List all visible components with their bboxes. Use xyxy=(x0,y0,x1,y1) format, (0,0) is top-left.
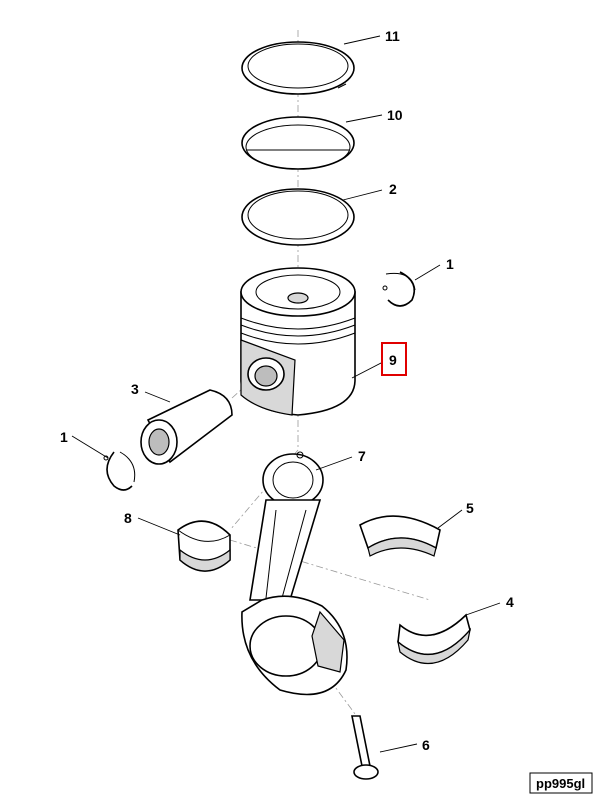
callout-10: 10 xyxy=(387,107,403,123)
bolt-6 xyxy=(351,715,379,780)
bearing-shell-4 xyxy=(397,613,472,665)
leader-lines xyxy=(71,35,501,753)
callout-11: 11 xyxy=(385,28,400,44)
callout-3: 3 xyxy=(131,381,139,397)
bearing-shell-5 xyxy=(359,515,441,557)
connecting-rod-7 xyxy=(241,451,348,696)
callout-8: 8 xyxy=(124,510,132,526)
highlighted-callout-box xyxy=(381,342,407,376)
callout-9: 9 xyxy=(389,352,397,368)
piston-ring-10 xyxy=(241,116,355,170)
bushing-bearing-8 xyxy=(177,520,231,572)
callout-1-top: 1 xyxy=(446,256,454,272)
piston-ring-11 xyxy=(241,41,355,95)
retaining-ring-1-left xyxy=(103,451,136,491)
piston-pin-3 xyxy=(140,389,233,465)
piston-ring-2 xyxy=(241,188,355,246)
figure-code: pp995gl xyxy=(536,776,585,791)
callout-5: 5 xyxy=(466,500,474,516)
callout-7: 7 xyxy=(358,448,366,464)
callout-4: 4 xyxy=(506,594,514,610)
callout-1-left: 1 xyxy=(60,429,68,445)
retaining-ring-1-top xyxy=(382,271,416,307)
figure-code-box xyxy=(529,772,593,794)
callout-2: 2 xyxy=(389,181,397,197)
piston-9 xyxy=(240,267,356,416)
callout-6: 6 xyxy=(422,737,430,753)
